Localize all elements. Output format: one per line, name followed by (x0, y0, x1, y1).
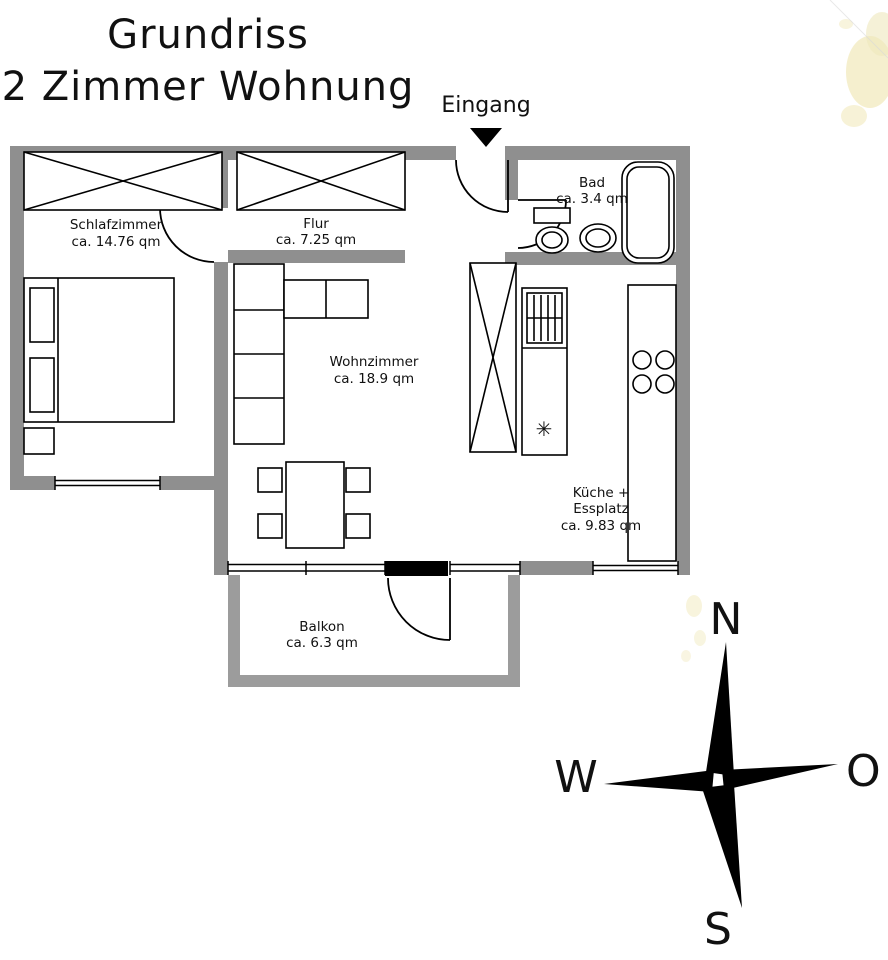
stove-burner-icon (632, 350, 652, 370)
room-labels: Schlafzimmer ca. 14.76 qm Flur ca. 7.25 … (70, 175, 641, 651)
stove-icon (632, 350, 675, 394)
plan-title-line1: Grundriss (107, 12, 309, 58)
nightstand-icon (23, 427, 55, 455)
label-schlafzimmer: Schlafzimmer (70, 217, 163, 233)
bathroom-sink-icon (579, 223, 617, 253)
scan-stains (681, 0, 888, 662)
balcony-door (385, 561, 451, 641)
label-wohnzimmer-area: ca. 18.9 qm (334, 371, 414, 387)
entrance-label: Eingang (441, 93, 530, 118)
window-living-balcony (227, 561, 521, 575)
balcony-wall-right (508, 575, 520, 687)
label-bad-area: ca. 3.4 qm (556, 191, 628, 207)
compass-east-label: O (846, 746, 881, 797)
entrance-arrow-icon (470, 128, 502, 147)
chair-icon (257, 467, 283, 493)
label-flur: Flur (303, 216, 329, 232)
freezer-symbol-icon: ✳ (536, 417, 553, 441)
wall-left (10, 146, 24, 490)
stove-burner-icon (655, 350, 675, 370)
compass-north-arrow-icon (706, 642, 734, 776)
compass-rose: N O S W (554, 594, 880, 955)
label-balkon: Balkon (299, 619, 344, 635)
kitchen-counter-icon (627, 284, 677, 562)
label-kueche-line1: Küche + (573, 485, 630, 501)
balcony-wall-left (228, 575, 240, 687)
label-kueche-area: ca. 9.83 qm (561, 518, 641, 534)
wall-right (676, 146, 690, 575)
bed-icon (23, 277, 175, 423)
entrance-door (455, 159, 509, 213)
plan-title-line2: 2 Zimmer Wohnung (2, 64, 415, 110)
window-kitchen (592, 561, 679, 575)
wall-entry-bad-divider (505, 146, 518, 200)
compass-south-arrow-icon (702, 784, 742, 908)
wall-bedroom-living (214, 262, 228, 476)
label-bad: Bad (579, 175, 605, 191)
sofa-icon (233, 263, 369, 445)
balcony-wall-bottom (228, 675, 520, 687)
label-kueche-line2: Essplatz (573, 501, 629, 517)
hall-wardrobe-icon (236, 151, 406, 211)
label-wohnzimmer: Wohnzimmer (330, 354, 419, 370)
furniture: ✳ (23, 151, 677, 562)
bedroom-door (159, 207, 215, 263)
windows (54, 476, 679, 575)
compass-west-arrow-icon (604, 770, 714, 792)
chair-icon (345, 513, 371, 539)
stove-burner-icon (655, 374, 675, 394)
label-schlafzimmer-area: ca. 14.76 qm (72, 234, 161, 250)
compass-east-arrow-icon (722, 764, 838, 790)
window-bedroom (54, 476, 161, 490)
wall-lower-left (214, 476, 228, 575)
bedroom-wardrobe-icon (23, 151, 223, 211)
label-flur-area: ca. 7.25 qm (276, 232, 356, 248)
compass-south-label: S (704, 904, 732, 955)
compass-north-label: N (710, 594, 743, 645)
dining-table-icon (285, 461, 345, 549)
toilet-icon (533, 207, 571, 254)
compass-west-label: W (554, 752, 598, 803)
doors (159, 159, 567, 641)
kitchen-cupboard-icon (469, 262, 517, 453)
label-balkon-area: ca. 6.3 qm (286, 635, 358, 651)
bathtub-icon (621, 161, 675, 264)
kitchen-sink-unit-icon (521, 287, 568, 456)
balcony-walls (228, 575, 520, 687)
wall-flur-bottom (228, 250, 405, 263)
plan-title: Grundriss 2 Zimmer Wohnung (2, 12, 415, 110)
entrance-marker: Eingang (441, 93, 531, 147)
chair-icon (345, 467, 371, 493)
stove-burner-icon (632, 374, 652, 394)
chair-icon (257, 513, 283, 539)
wall-top-right (508, 146, 690, 160)
